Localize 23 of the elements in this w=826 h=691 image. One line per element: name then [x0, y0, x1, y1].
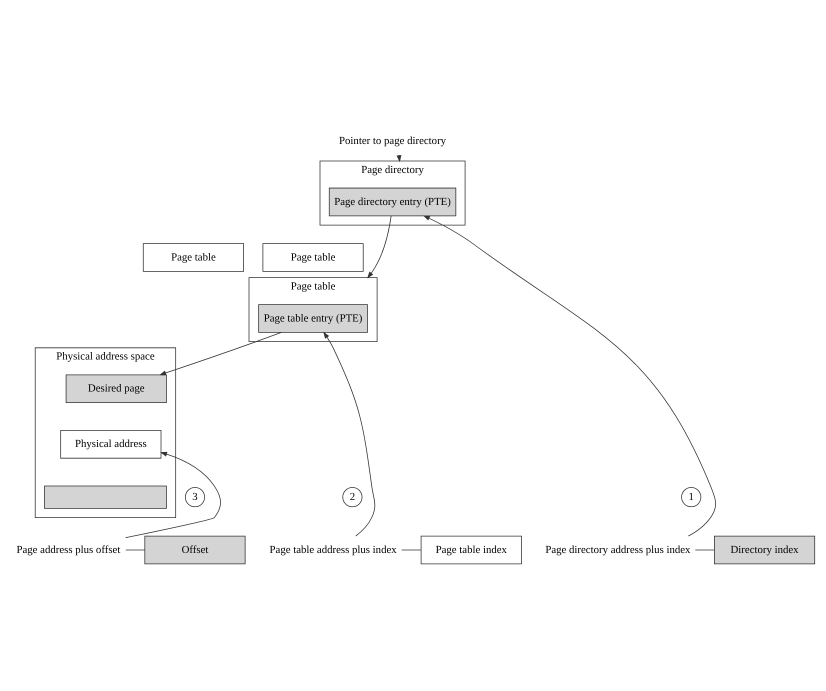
- node-box: Page directory entry (PTE): [328, 188, 456, 216]
- arrow: [367, 216, 392, 278]
- arrow: [422, 215, 716, 536]
- arrow: [396, 154, 402, 162]
- node-circle: 2: [342, 487, 362, 508]
- node-circle: 1: [681, 487, 702, 508]
- node-box: Page table: [142, 243, 244, 272]
- node-text: Page table address plus index: [270, 544, 397, 556]
- node-box: Page table index: [420, 536, 522, 564]
- node-box: Page table: [262, 243, 364, 272]
- node-box: Desired page: [66, 374, 167, 403]
- node-text: Page address plus offset: [16, 544, 120, 556]
- node-box: Page table entry (PTE): [258, 304, 368, 333]
- arrow: [159, 332, 282, 376]
- node-box: Physical address: [60, 430, 162, 459]
- node-box: Directory index: [714, 536, 816, 564]
- node-circle: 3: [184, 487, 205, 508]
- arrow: [323, 332, 376, 536]
- node-text: Page directory address plus index: [545, 544, 690, 556]
- arrow: [125, 452, 221, 538]
- node-text: Pointer to page directory: [339, 134, 446, 147]
- node-box: Offset: [144, 536, 246, 564]
- node-bar: [44, 486, 167, 509]
